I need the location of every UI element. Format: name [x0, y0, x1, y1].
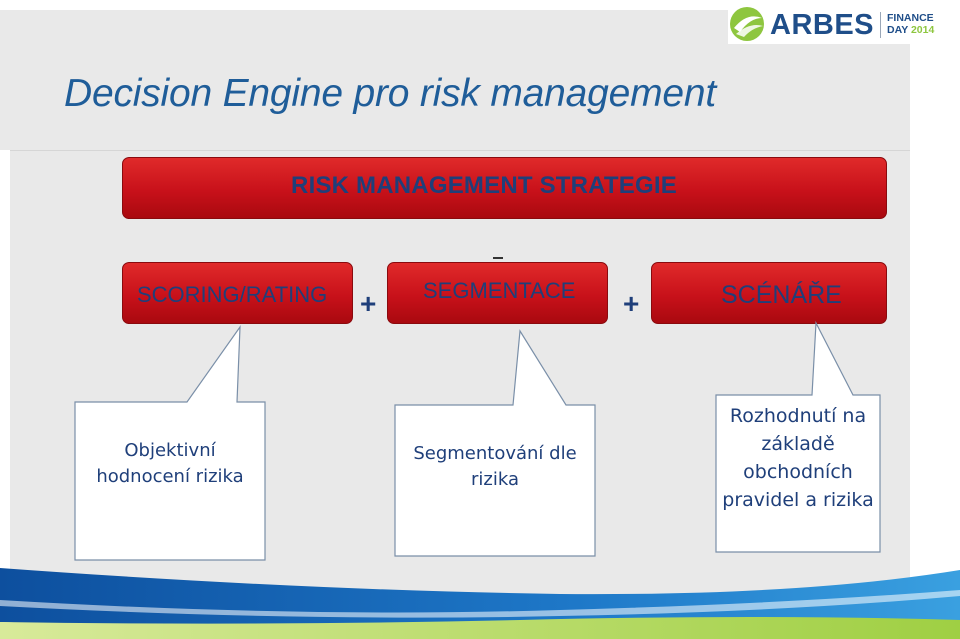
title-divider	[10, 150, 910, 151]
arbes-logo-mark-icon	[730, 7, 764, 41]
logo-event-line2: DAY	[887, 24, 909, 36]
scoring-rating-label: SCORING/RATING	[137, 282, 328, 307]
slide-title: Decision Engine pro risk management	[64, 72, 717, 115]
logo-event-line1: FINANCE	[887, 12, 934, 24]
logo-separator	[880, 12, 881, 38]
callouts	[74, 320, 881, 561]
callout-segmentace-text: Segmentování dle rizika	[413, 443, 577, 490]
footer-wave	[0, 568, 960, 639]
scenare-box	[651, 262, 887, 324]
segmentace-label: SEGMENTACE	[423, 278, 576, 303]
strategy-label: RISK MANAGEMENT STRATEGIE	[291, 172, 677, 199]
strategy-box	[122, 157, 887, 219]
arbes-logo: ARBES FINANCE DAY 2014	[728, 4, 960, 44]
footer-wave-highlight	[0, 590, 960, 618]
callout-scoring-shape	[74, 324, 266, 561]
scenare-label: SCÉNÁŘE	[721, 281, 842, 309]
logo-event: FINANCE DAY 2014	[887, 12, 934, 36]
plus-operator-1: +	[360, 288, 377, 319]
footer-wave-green	[0, 617, 960, 639]
logo-event-year: 2014	[910, 24, 935, 36]
plus-operator-2: +	[623, 288, 640, 319]
callout-segmentace-shape	[394, 329, 596, 557]
callout-scenare-shape	[715, 320, 881, 553]
logo-brand: ARBES	[770, 9, 875, 41]
callout-scenare-text: Rozhodnutí na základě obchodních pravide…	[722, 405, 874, 511]
scoring-rating-box	[122, 262, 353, 324]
segmentace-tick-mark	[493, 257, 503, 259]
segmentace-box	[387, 262, 608, 324]
callout-scoring-text: Objektivní hodnocení rizika	[96, 440, 244, 487]
